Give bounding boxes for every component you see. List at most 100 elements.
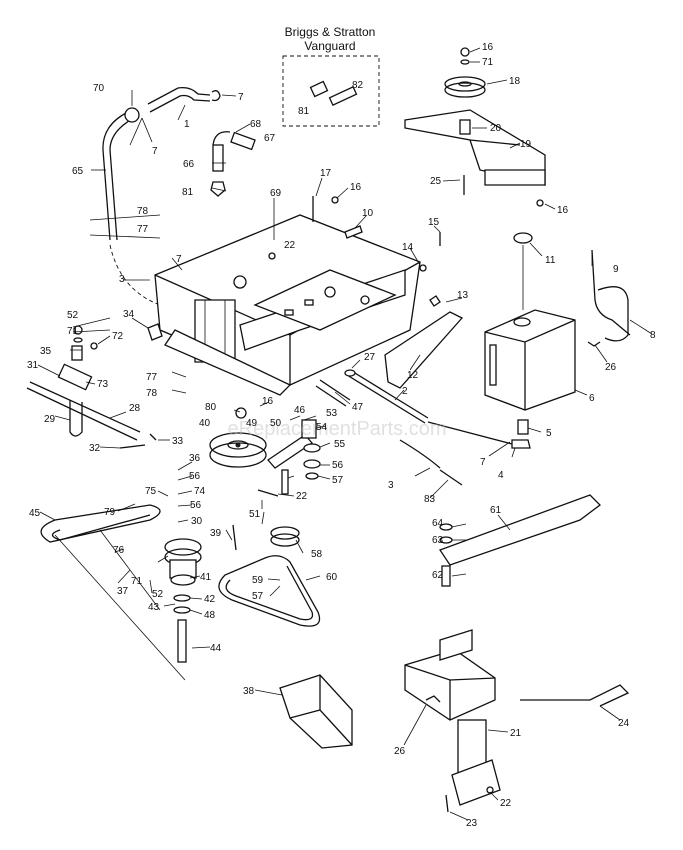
callout-76: 76 [113,545,125,556]
route-line-37 [54,534,186,681]
callout-10: 10 [362,208,374,219]
vent-hose-9 [591,249,631,336]
callout-50: 50 [270,418,282,429]
washer-80 [235,407,247,419]
hose-route-line [109,244,161,306]
callout-16c: 16 [557,205,569,216]
clamp-26-lower [425,695,441,703]
bolt-44 [177,619,187,663]
bushing-27 [344,369,356,377]
callout-64: 64 [432,518,444,529]
callout-28: 28 [129,403,141,414]
callout-6: 6 [589,393,595,404]
side-panel-12 [384,311,464,389]
callout-14: 14 [402,242,414,253]
washer-71-left [73,337,83,343]
callout-53: 53 [326,408,338,419]
callout-29: 29 [44,414,56,425]
callout-30: 30 [191,516,203,527]
bolt-72 [90,342,98,350]
pedal-shaft-2 [349,369,429,419]
engine-fitting-81 [309,80,329,98]
callout-26: 26 [605,362,617,373]
pulley-40 [209,432,267,468]
leader-lines [37,47,653,821]
callout-34: 34 [123,309,135,320]
pin-33 [149,433,157,441]
callout-44: 44 [210,643,222,654]
shaft-47 [315,379,351,407]
callout-33: 33 [172,436,184,447]
callout-31: 31 [27,360,39,371]
callout-16d: 16 [262,396,274,407]
spacer-20 [459,119,471,135]
header-line-2: Vanguard [304,39,355,53]
engine-kit-box [282,55,380,127]
linkage-3 [399,439,441,469]
callout-13: 13 [457,290,469,301]
callout-8: 8 [650,330,656,341]
callout-23: 23 [466,818,478,829]
callout-labels: 1 2 3 3 4 5 6 7 7 7 7 8 9 10 11 12 13 14… [27,42,656,829]
callout-62: 62 [432,570,444,581]
nut-16-top [460,47,470,57]
fuel-hose-65 [102,111,129,241]
rod-83 [439,469,463,486]
callout-52: 52 [67,310,79,321]
callout-21: 21 [510,728,522,739]
clamp-26 [587,341,601,347]
callout-71c: 71 [131,576,143,587]
gear-34 [147,323,163,341]
bushing-5 [517,419,529,435]
callout-26b: 26 [394,746,406,757]
callout-81: 81 [298,106,310,117]
brace-61 [439,494,601,566]
callout-79: 79 [104,507,116,518]
callout-47: 47 [352,402,364,413]
callout-27: 27 [364,352,376,363]
callout-68: 68 [250,119,262,130]
callout-32: 32 [89,443,101,454]
callout-18: 18 [509,76,521,87]
engine-fitting-82 [328,86,358,106]
callout-20: 20 [490,123,502,134]
callout-3: 3 [119,274,125,285]
hose-clamp-7 [211,90,221,102]
callout-72: 72 [112,331,124,342]
idler-arm-46 [267,434,313,469]
callout-16: 16 [482,42,494,53]
spring-35 [71,345,83,361]
callout-74: 74 [194,486,206,497]
callout-41: 41 [200,572,212,583]
callout-70: 70 [93,83,105,94]
callout-82: 82 [352,80,364,91]
callout-16b: 16 [350,182,362,193]
seat-support-21 [404,629,501,806]
callout-22b: 22 [296,491,308,502]
callout-78: 78 [146,388,158,399]
callout-57: 57 [332,475,344,486]
fuel-hose-1 [147,86,211,105]
callout-46: 46 [294,405,306,416]
callout-52b: 52 [152,589,164,600]
callout-36: 36 [189,453,201,464]
rod-24 [520,684,630,707]
nut-22-lower [486,786,494,794]
callout-15: 15 [428,217,440,228]
callout-43: 43 [148,602,160,613]
callout-83: 83 [424,494,436,505]
screw-14 [419,264,427,272]
callout-7: 7 [238,92,244,103]
callout-61: 61 [490,505,502,516]
callout-24: 24 [618,718,630,729]
watermark: eReplacementParts.com [228,418,447,440]
callout-77b: 77 [137,224,149,235]
callout-11: 11 [545,255,556,266]
fuel-hose-67 [230,131,256,151]
fuel-line-8 [597,286,629,342]
callout-49: 49 [246,418,258,429]
callout-71: 71 [482,57,494,68]
fuel-fitting-66 [212,144,224,172]
callout-60: 60 [326,572,338,583]
callout-5: 5 [546,428,552,439]
